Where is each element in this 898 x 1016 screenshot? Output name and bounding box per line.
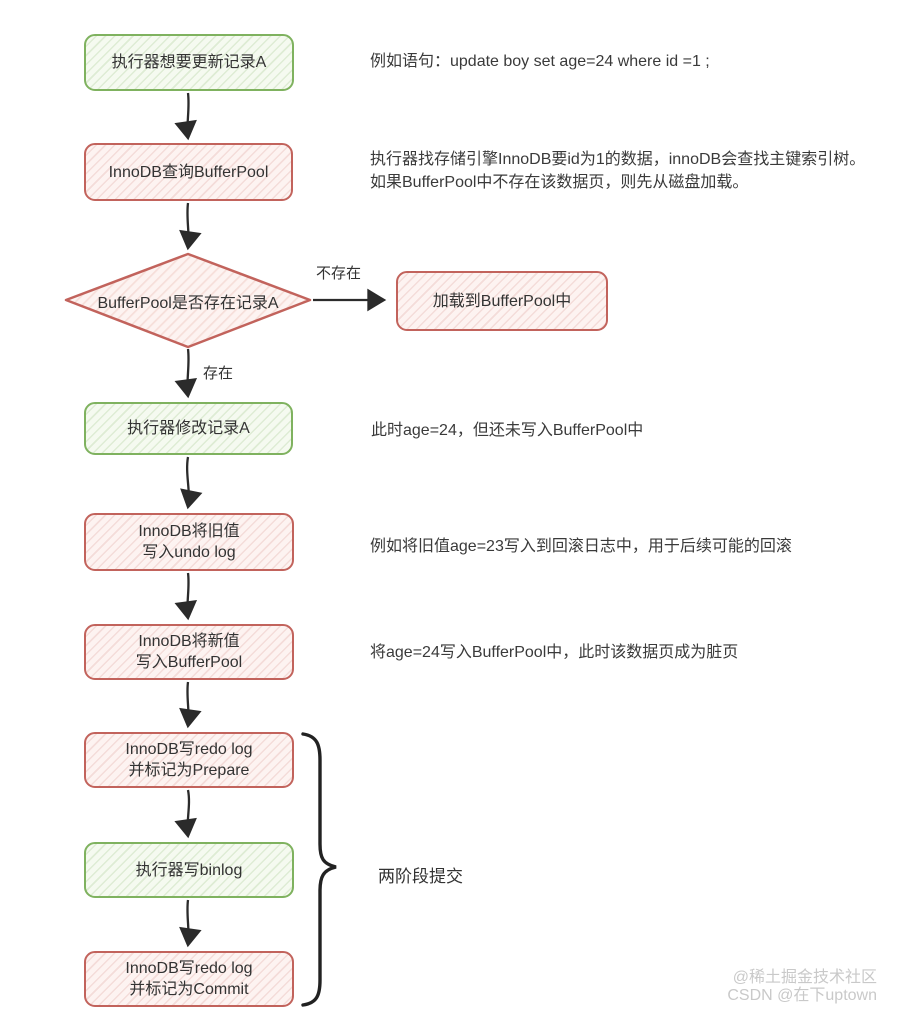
- watermark: @稀土掘金技术社区 CSDN @在下uptown: [727, 969, 877, 1005]
- decision-bufferpool-exists: BufferPool是否存在记录A: [97, 295, 279, 312]
- flow-node-update-record: 执行器想要更新记录A: [84, 34, 294, 91]
- flow-node-write-undolog: InnoDB将旧值 写入undo log: [84, 513, 294, 571]
- edge-label-exists: 存在: [203, 365, 234, 382]
- flow-node-query-bufferpool: InnoDB查询BufferPool: [84, 143, 293, 201]
- two-phase-commit-label: 两阶段提交: [378, 867, 463, 886]
- flow-node-modify-record: 执行器修改记录A: [84, 402, 293, 455]
- flow-node-redolog-commit: InnoDB写redo log 并标记为Commit: [84, 951, 294, 1007]
- watermark-line2: CSDN @在下uptown: [727, 987, 877, 1004]
- annotation-query-explain: 执行器找存储引擎InnoDB要id为1的数据，innoDB会查找主键索引树。 如…: [370, 151, 866, 191]
- annotation-example-sql: 例如语句：update boy set age=24 where id =1 ;: [370, 53, 710, 70]
- annotation-modify-explain: 此时age=24，但还未写入BufferPool中: [371, 422, 644, 439]
- annotation-dirtypage-explain: 将age=24写入BufferPool中，此时该数据页成为脏页: [370, 644, 739, 661]
- flow-node-write-binlog: 执行器写binlog: [84, 842, 294, 898]
- edge-label-not-exists: 不存在: [316, 265, 362, 282]
- flow-node-load-bufferpool: 加载到BufferPool中: [396, 271, 608, 331]
- flow-node-write-bufferpool: InnoDB将新值 写入BufferPool: [84, 624, 294, 680]
- flow-node-redolog-prepare: InnoDB写redo log 并标记为Prepare: [84, 732, 294, 788]
- two-phase-commit-brace: [301, 732, 337, 1007]
- watermark-line1: @稀土掘金技术社区: [732, 969, 877, 986]
- annotation-undolog-explain: 例如将旧值age=23写入到回滚日志中，用于后续可能的回滚: [370, 538, 792, 555]
